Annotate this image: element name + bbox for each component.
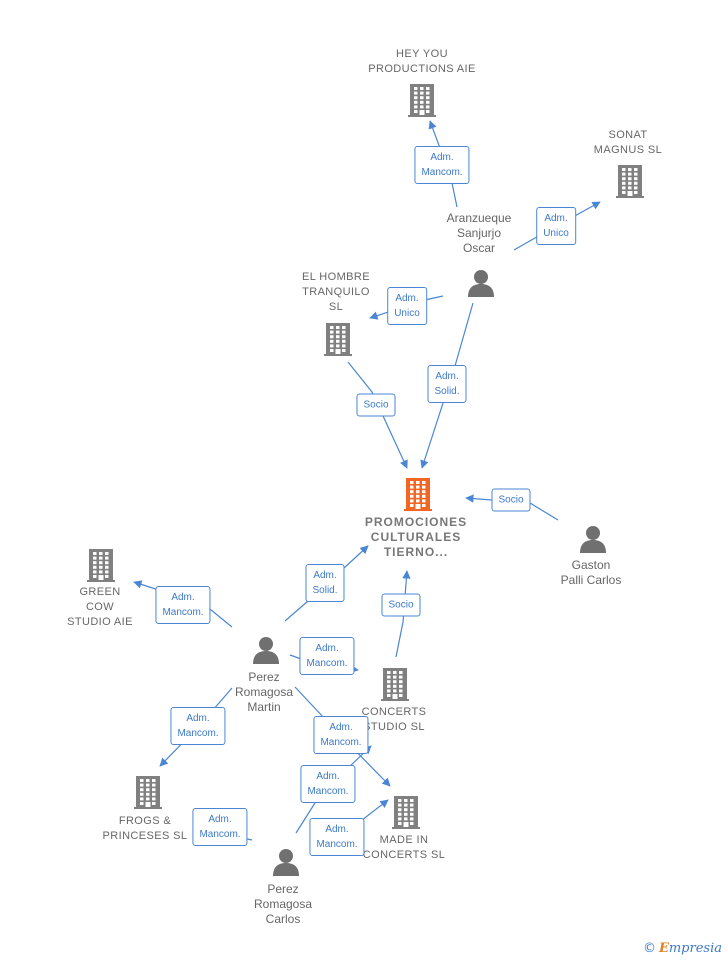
edge-label-aranz-sonat[interactable]: Adm. Unico: [536, 207, 576, 245]
edge-label-martin-green[interactable]: Adm. Mancom.: [155, 586, 211, 624]
node-label-frogs[interactable]: FROGS & PRINCESES SL: [102, 815, 188, 842]
node-label-sonat[interactable]: SONAT MAGNUS SL: [593, 129, 663, 156]
edge-label-aranz-hombre[interactable]: Adm. Unico: [387, 287, 427, 325]
edge-label-carlos-concerts[interactable]: Adm. Mancom.: [300, 765, 356, 803]
node-label-green[interactable]: GREEN COW STUDIO AIE: [67, 586, 133, 628]
brand-initial: E: [658, 941, 669, 956]
building-icon: [87, 549, 115, 582]
person-icon: [273, 849, 299, 876]
node-label-made[interactable]: MADE IN CONCERTS SL: [362, 834, 446, 861]
node-label-hombre[interactable]: EL HOMBRE TRANQUILO SL: [302, 271, 370, 313]
center-company-icon: [404, 478, 432, 511]
edge-concerts-center: [395, 570, 411, 658]
building-icon: [616, 165, 644, 198]
node-label-concerts[interactable]: CONCERTS STUDIO SL: [361, 706, 427, 733]
edge-label-martin-center[interactable]: Adm. Solid.: [305, 564, 345, 602]
building-icon: [408, 84, 436, 117]
person-icon: [253, 637, 279, 664]
node-label-center[interactable]: PROMOCIONES CULTURALES TIERNO...: [364, 515, 468, 559]
building-icon: [381, 668, 409, 701]
building-icon: [324, 323, 352, 356]
person-icon: [468, 270, 494, 297]
building-icon: [134, 776, 162, 809]
copyright-symbol: ©: [642, 941, 656, 956]
node-label-aranz[interactable]: Aranzueque Sanjurjo Oscar: [446, 211, 512, 255]
edge-label-aranz-center[interactable]: Adm. Solid.: [427, 365, 467, 403]
node-label-hey[interactable]: HEY YOU PRODUCTIONS AIE: [368, 48, 476, 75]
brand-name: mpresia: [668, 941, 722, 956]
edge-label-aranz-hey[interactable]: Adm. Mancom.: [414, 146, 470, 184]
edge-label-hombre-center[interactable]: Socio: [356, 393, 396, 417]
edge-label-martin-made[interactable]: Adm. Mancom.: [313, 716, 369, 754]
edge-label-gaston-center[interactable]: Socio: [491, 488, 531, 512]
edge-label-carlos-made[interactable]: Adm. Mancom.: [309, 818, 365, 856]
edge-hombre-center: [347, 361, 408, 469]
empresia-brand[interactable]: ©Empresia: [643, 941, 722, 956]
edge-label-martin-frogs[interactable]: Adm. Mancom.: [170, 707, 226, 745]
edge-label-carlos-frogs[interactable]: Adm. Mancom.: [192, 808, 248, 846]
edge-label-martin-concerts[interactable]: Adm. Mancom.: [299, 637, 355, 675]
node-label-carlos[interactable]: Perez Romagosa Carlos: [253, 882, 313, 926]
person-icon: [580, 526, 606, 553]
edge-label-concerts-center[interactable]: Socio: [381, 593, 421, 617]
edge-aranz-sonat: [513, 201, 601, 251]
building-icon: [392, 796, 420, 829]
node-label-gaston[interactable]: Gaston Palli Carlos: [560, 558, 622, 587]
node-label-martin[interactable]: Perez Romagosa Martin: [234, 670, 294, 714]
